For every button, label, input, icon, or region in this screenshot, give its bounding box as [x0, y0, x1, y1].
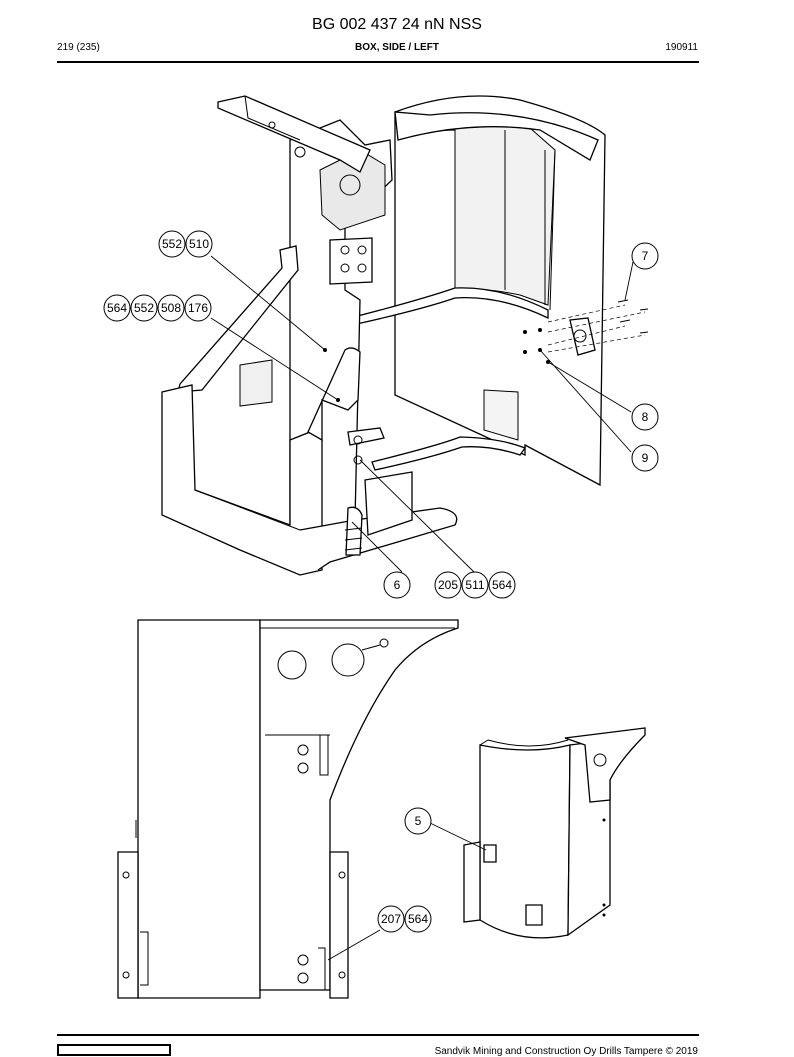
revision-date: 190911 [665, 42, 698, 53]
svg-text:5: 5 [415, 814, 422, 828]
svg-text:8: 8 [642, 410, 649, 424]
callout-510[interactable]: 510 [185, 230, 213, 258]
side-view [117, 619, 459, 999]
copyright-text: Sandvik Mining and Construction Oy Drill… [434, 1046, 698, 1057]
svg-text:511: 511 [465, 578, 484, 592]
svg-text:552: 552 [134, 301, 154, 315]
callout-508[interactable]: 508 [157, 294, 185, 322]
svg-text:564: 564 [107, 301, 127, 315]
leader-207 [327, 929, 381, 961]
callout-205[interactable]: 205 [434, 571, 462, 599]
callout-564[interactable]: 564 [404, 905, 432, 933]
svg-text:6: 6 [394, 578, 401, 592]
main-assembly-view [161, 95, 649, 576]
callout-564[interactable]: 564 [488, 571, 516, 599]
svg-text:564: 564 [492, 578, 512, 592]
callout-9[interactable]: 9 [631, 444, 659, 472]
callout-176[interactable]: 176 [184, 294, 212, 322]
svg-text:207: 207 [381, 912, 401, 926]
callout-8[interactable]: 8 [631, 403, 659, 431]
top-view-leaders [210, 255, 634, 573]
section-title: BOX, SIDE / LEFT [355, 42, 439, 53]
callout-552[interactable]: 552 [130, 294, 158, 322]
leader-5 [429, 822, 487, 851]
svg-text:7: 7 [642, 249, 649, 263]
callout-564[interactable]: 564 [103, 294, 131, 322]
svg-text:176: 176 [188, 301, 208, 315]
overview-view [463, 727, 646, 939]
sandvik-logo [57, 1044, 171, 1056]
callout-7[interactable]: 7 [631, 242, 659, 270]
svg-text:508: 508 [161, 301, 181, 315]
callout-6[interactable]: 6 [383, 571, 411, 599]
callout-207[interactable]: 207 [377, 905, 405, 933]
svg-text:205: 205 [438, 578, 458, 592]
header-rule [57, 61, 699, 63]
svg-text:510: 510 [189, 237, 209, 251]
callout-511[interactable]: 511 [461, 571, 489, 599]
callout-552[interactable]: 552 [158, 230, 186, 258]
page-number: 219 (235) [57, 42, 100, 53]
svg-text:552: 552 [162, 237, 182, 251]
svg-text:9: 9 [642, 451, 649, 465]
callout-5[interactable]: 5 [404, 807, 432, 835]
footer-rule [57, 1034, 699, 1036]
svg-text:564: 564 [408, 912, 428, 926]
document-title: BG 002 437 24 nN NSS [312, 16, 482, 33]
